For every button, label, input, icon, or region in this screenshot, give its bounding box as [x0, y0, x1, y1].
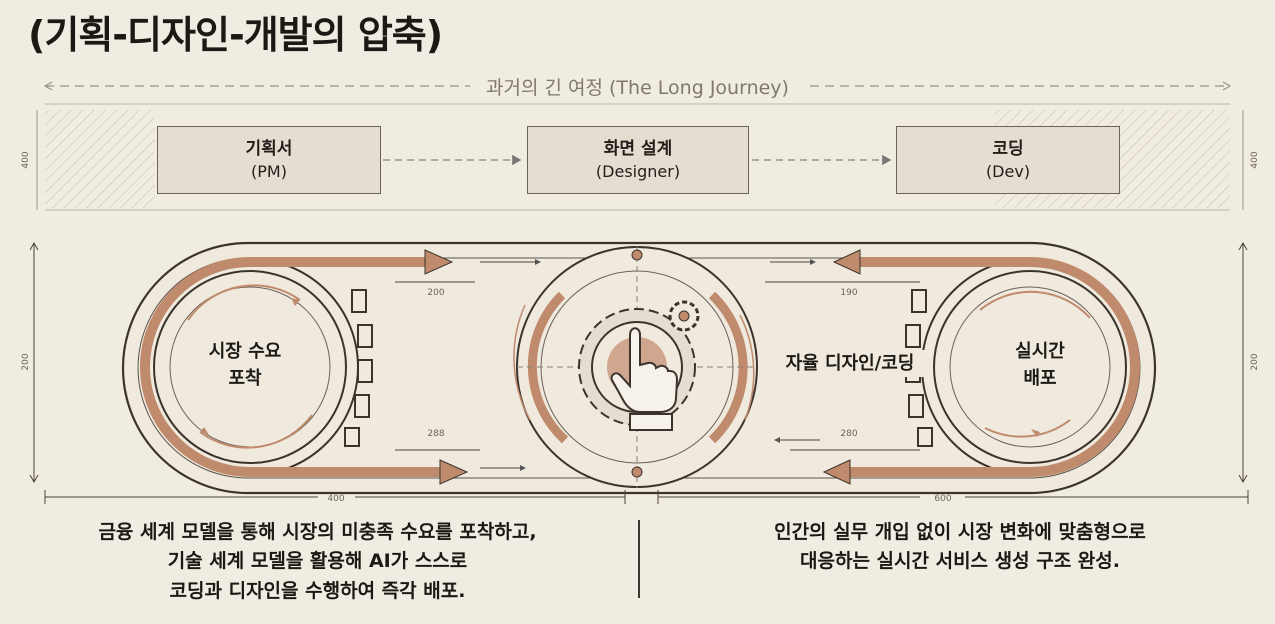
pointing-hand-icon [610, 327, 679, 431]
dim-bottom-right: 280 [840, 429, 857, 439]
design-box: 화면 설계 (Designer) [527, 126, 749, 194]
dim-left-side: 200 [21, 353, 31, 370]
dim-bottom-left: 288 [427, 429, 444, 439]
dim-top-right: 190 [840, 288, 857, 298]
divider [638, 520, 640, 598]
left-loop-label: 시장 수요 포착 [208, 341, 282, 389]
dim-top-left: 200 [427, 288, 444, 298]
bottom-left-text: 금융 세계 모델을 통해 시장의 미충족 수요를 포착하고, 기술 세계 모델을… [98, 521, 537, 602]
journey-label: 과거의 긴 여정 (The Long Journey) [0, 73, 1275, 100]
box-role: (Designer) [595, 161, 681, 181]
small-gear-icon [668, 300, 700, 332]
planning-box: 기획서 (PM) [157, 126, 381, 194]
page-title: (기획-디자인-개발의 압축) [28, 13, 443, 57]
dim-left-top: 400 [21, 151, 31, 168]
belt-arrows [140, 257, 1140, 477]
center-label: 자율 디자인/코딩 [770, 350, 930, 377]
dev-box: 코딩 (Dev) [896, 126, 1120, 194]
dim-right-side: 200 [1250, 353, 1260, 370]
bottom-right-text: 인간의 실무 개입 없이 시장 변화에 맞춤형으로 대응하는 실시간 서비스 생… [774, 521, 1146, 573]
box-role: (PM) [251, 161, 287, 181]
box-title: 코딩 [992, 138, 1024, 159]
dim-right-top: 400 [1250, 151, 1260, 168]
box-title: 기획서 [245, 138, 293, 159]
box-title: 화면 설계 [603, 138, 673, 159]
dim-bottom-span-right: 600 [934, 494, 951, 504]
right-gear-icon [905, 258, 1139, 476]
box-role: (Dev) [985, 161, 1031, 181]
dim-bottom-span-left: 400 [327, 494, 344, 504]
right-loop-label: 실시간 배포 [1015, 341, 1065, 389]
